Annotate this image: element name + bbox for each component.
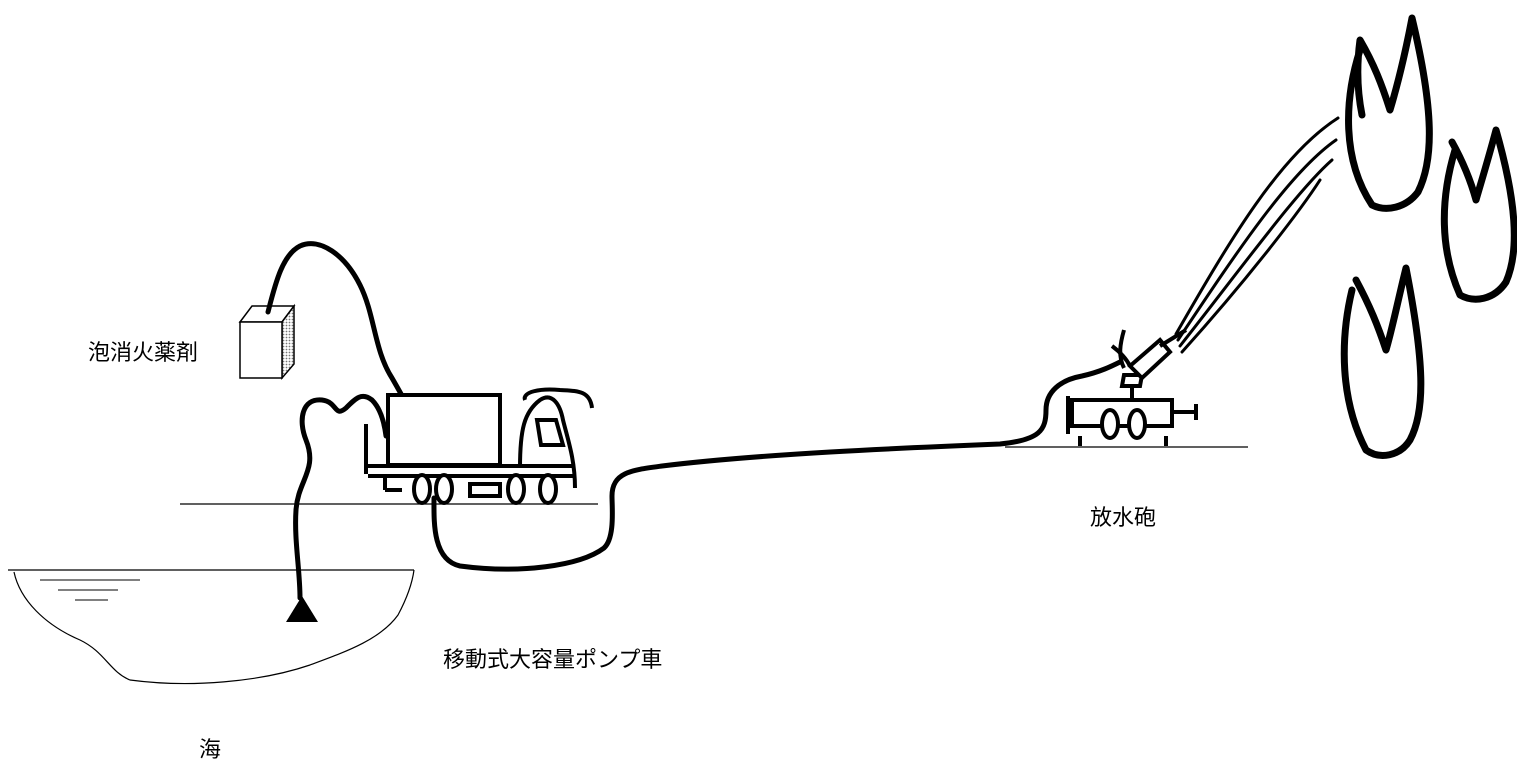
discharge-hose <box>431 359 1123 572</box>
pump-truck-label: 移動式大容量ポンプ車 <box>443 648 663 673</box>
water-cannon-label: 放水砲 <box>1090 506 1157 531</box>
fire-flames-icon <box>1340 14 1517 459</box>
sea-label: 海 <box>199 738 222 763</box>
sea-basin <box>8 569 415 685</box>
suction-hose <box>293 393 389 601</box>
water-jet-streams <box>1174 116 1340 354</box>
foam-agent-label: 泡消火薬剤 <box>88 341 199 366</box>
foam-hose <box>265 241 413 415</box>
pump-truck-icon <box>364 387 594 505</box>
intake-strainer-icon <box>286 596 318 622</box>
foam-agent-box-icon <box>238 303 296 381</box>
water-cannon-icon <box>1066 328 1198 446</box>
